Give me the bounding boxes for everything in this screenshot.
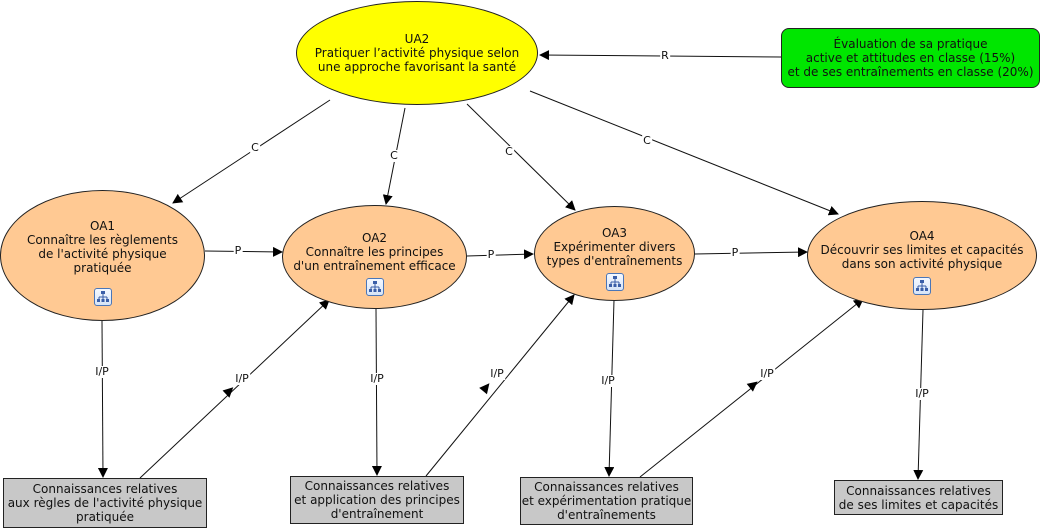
edge-oa3-to-oa4[interactable] <box>694 247 808 258</box>
node-oa1-line-2: de l'activité physique <box>38 247 167 261</box>
edge-ua2-to-oa3[interactable] <box>466 103 576 211</box>
node-k2[interactable]: Connaissances relatives et application d… <box>290 476 464 524</box>
edge-label: I/P <box>914 387 930 400</box>
edge-ua2-to-oa4[interactable] <box>529 90 839 216</box>
node-k3-line-1: Connaissances relatives <box>534 480 679 494</box>
node-k3[interactable]: Connaissances relatives et expérimentati… <box>520 477 693 525</box>
node-oa3-line-2: types d'entraînements <box>546 254 683 268</box>
edge-label: I/P <box>369 372 385 385</box>
node-k2-line-3: d'entraînement <box>330 507 424 521</box>
node-oa3[interactable]: OA3 Expérimenter divers types d'entraîne… <box>534 206 695 301</box>
edge-mid-arrowhead <box>746 381 758 392</box>
node-k1-line-3: pratiquée <box>76 510 134 524</box>
concept-map-icon[interactable] <box>365 277 384 296</box>
node-k4-line-1: Connaissances relatives <box>846 483 991 498</box>
node-oa2-title: OA2 <box>361 230 388 245</box>
node-evaluation[interactable]: Évaluation de sa pratique active et atti… <box>781 28 1040 88</box>
concept-map-icon[interactable] <box>93 288 112 306</box>
concept-map-icon[interactable] <box>913 276 931 295</box>
node-oa4-title: OA4 <box>909 228 935 243</box>
node-evaluation-line-2: active et attitudes en classe (15%) <box>805 51 1016 65</box>
edge-k2-to-oa3[interactable] <box>425 294 575 477</box>
node-ua2-title: UA2 <box>404 32 430 46</box>
edge-mid-arrowhead <box>479 383 490 395</box>
node-evaluation-line-1: Évaluation de sa pratique <box>833 37 988 51</box>
node-k2-line-2: et application des principes <box>294 493 460 507</box>
node-oa1-line-3: pratiquée <box>73 261 132 275</box>
node-k3-line-3: d'entraînements <box>557 508 656 522</box>
node-oa1-line-1: Connaître les règlements <box>27 233 178 247</box>
edge-label: I/P <box>759 367 775 380</box>
edge-mid-arrowhead <box>222 387 234 398</box>
edge-label: C <box>642 134 652 147</box>
concept-map-icon[interactable] <box>605 273 624 291</box>
edge-label: P <box>233 244 243 257</box>
node-oa3-title: OA3 <box>601 226 628 240</box>
edge-label: I/P <box>234 372 250 385</box>
node-oa4-line-2: dans son activité physique <box>841 256 1003 271</box>
node-oa4-line-1: Découvrir ses limites et capacités <box>820 242 1024 257</box>
node-oa2-line-1: Connaître les principes <box>305 244 444 259</box>
edge-label: C <box>504 145 514 158</box>
edge-label: R <box>660 49 670 62</box>
node-oa2-line-2: d'un entraînement efficace <box>293 258 456 273</box>
edge-k1-to-oa2[interactable] <box>139 299 330 479</box>
edge-oa1-to-k1[interactable] <box>97 320 108 478</box>
edge-oa3-to-k3[interactable] <box>604 299 615 477</box>
edge-label: I/P <box>94 365 110 378</box>
node-k1[interactable]: Connaissances relatives aux règles de l'… <box>3 478 207 528</box>
node-k3-line-2: et expérimentation pratique <box>521 494 692 508</box>
edge-label: I/P <box>600 374 616 387</box>
node-evaluation-line-3: et de ses entraînements en classe (20%) <box>787 65 1034 79</box>
edge-label: P <box>486 248 496 261</box>
edge-label: P <box>730 246 740 259</box>
edge-label: C <box>250 141 260 154</box>
edge-oa2-to-oa3[interactable] <box>466 249 534 260</box>
node-k1-line-2: aux règles de l'activité physique <box>7 496 203 510</box>
node-ua2-line-1: Pratiquer l’activité physique selon <box>314 46 520 60</box>
node-oa3-line-1: Expérimenter divers <box>553 240 676 254</box>
node-k4-line-2: de ses limites et capacités <box>838 497 999 512</box>
node-ua2-line-2: une approche favorisant la santé <box>317 60 517 74</box>
node-ua2[interactable]: UA2 Pratiquer l’activité physique selon … <box>296 1 538 105</box>
edge-label: I/P <box>489 367 505 380</box>
edge-oa1-to-oa2[interactable] <box>204 246 283 257</box>
node-k4[interactable]: Connaissances relatives de ses limites e… <box>834 480 1003 515</box>
node-oa4[interactable]: OA4 Découvrir ses limites et capacités d… <box>807 201 1037 310</box>
node-k1-line-1: Connaissances relatives <box>32 482 178 496</box>
node-oa1[interactable]: OA1 Connaître les règlements de l'activi… <box>0 190 205 321</box>
node-oa1-title: OA1 <box>89 219 116 233</box>
edge-oa2-to-k2[interactable] <box>371 308 382 476</box>
node-k2-line-1: Connaissances relatives <box>304 479 450 493</box>
edge-label: C <box>389 149 399 162</box>
node-oa2[interactable]: OA2 Connaître les principes d'un entraîn… <box>282 205 467 309</box>
